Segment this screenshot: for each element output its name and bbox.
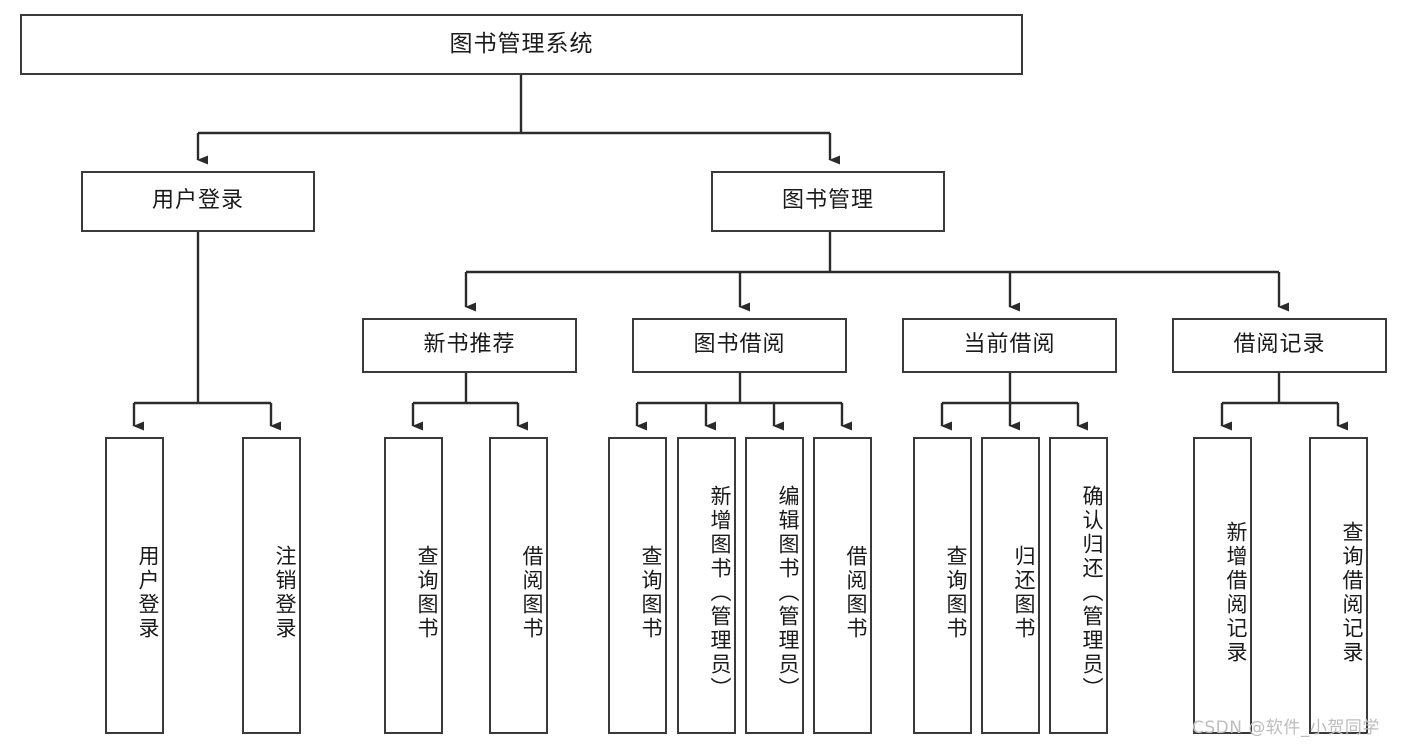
node-borrow-record[interactable]: 借阅记录 <box>1172 318 1387 373</box>
node-label: 查询借阅记录 <box>1340 520 1364 665</box>
leaf-confirm-return-admin[interactable]: 确认归还（管理员） <box>1049 437 1108 734</box>
node-label: 编辑图书（管理员） <box>776 484 800 701</box>
node-label: 新书推荐 <box>423 332 516 358</box>
node-user-login[interactable]: 用户登录 <box>81 171 315 232</box>
leaf-edit-book-admin[interactable]: 编辑图书（管理员） <box>745 437 804 734</box>
leaf-user-logout[interactable]: 注销登录 <box>242 437 301 734</box>
node-label: 用户登录 <box>151 188 244 214</box>
leaf-query-borrow-record[interactable]: 查询借阅记录 <box>1309 437 1368 734</box>
node-book-borrow[interactable]: 图书借阅 <box>632 318 847 373</box>
leaf-borrow-book[interactable]: 借阅图书 <box>813 437 872 734</box>
leaf-borrow-book-recommend[interactable]: 借阅图书 <box>489 437 548 734</box>
leaf-user-login[interactable]: 用户登录 <box>105 437 164 734</box>
node-label: 查询图书 <box>944 544 968 641</box>
leaf-query-book-borrow[interactable]: 查询图书 <box>608 437 667 734</box>
node-label: 查询图书 <box>415 544 439 641</box>
node-current-borrow[interactable]: 当前借阅 <box>902 318 1117 373</box>
node-label: 当前借阅 <box>963 332 1056 358</box>
leaf-query-book-current[interactable]: 查询图书 <box>913 437 972 734</box>
node-book-management[interactable]: 图书管理 <box>711 171 945 232</box>
node-label: 借阅图书 <box>520 544 544 641</box>
leaf-query-book-recommend[interactable]: 查询图书 <box>384 437 443 734</box>
node-label: 确认归还（管理员） <box>1080 484 1104 701</box>
node-label: 注销登录 <box>273 544 297 641</box>
node-label: 新增借阅记录 <box>1224 520 1248 665</box>
node-new-book-recommend[interactable]: 新书推荐 <box>362 318 577 373</box>
node-root-book-management-system[interactable]: 图书管理系统 <box>20 14 1023 75</box>
node-label: 借阅记录 <box>1233 332 1326 358</box>
node-label: 查询图书 <box>639 544 663 641</box>
node-label: 归还图书 <box>1012 544 1036 641</box>
node-label: 图书管理 <box>781 188 874 214</box>
leaf-return-book[interactable]: 归还图书 <box>981 437 1040 734</box>
leaf-add-borrow-record[interactable]: 新增借阅记录 <box>1193 437 1252 734</box>
node-label: 用户登录 <box>136 544 160 641</box>
node-label: 借阅图书 <box>844 544 868 641</box>
node-label: 图书借阅 <box>693 332 786 358</box>
leaf-add-book-admin[interactable]: 新增图书（管理员） <box>677 437 736 734</box>
node-label: 图书管理系统 <box>449 30 594 57</box>
csdn-watermark: CSDN @软件_小贺同学 <box>1192 718 1380 738</box>
node-label: 新增图书（管理员） <box>708 484 732 701</box>
